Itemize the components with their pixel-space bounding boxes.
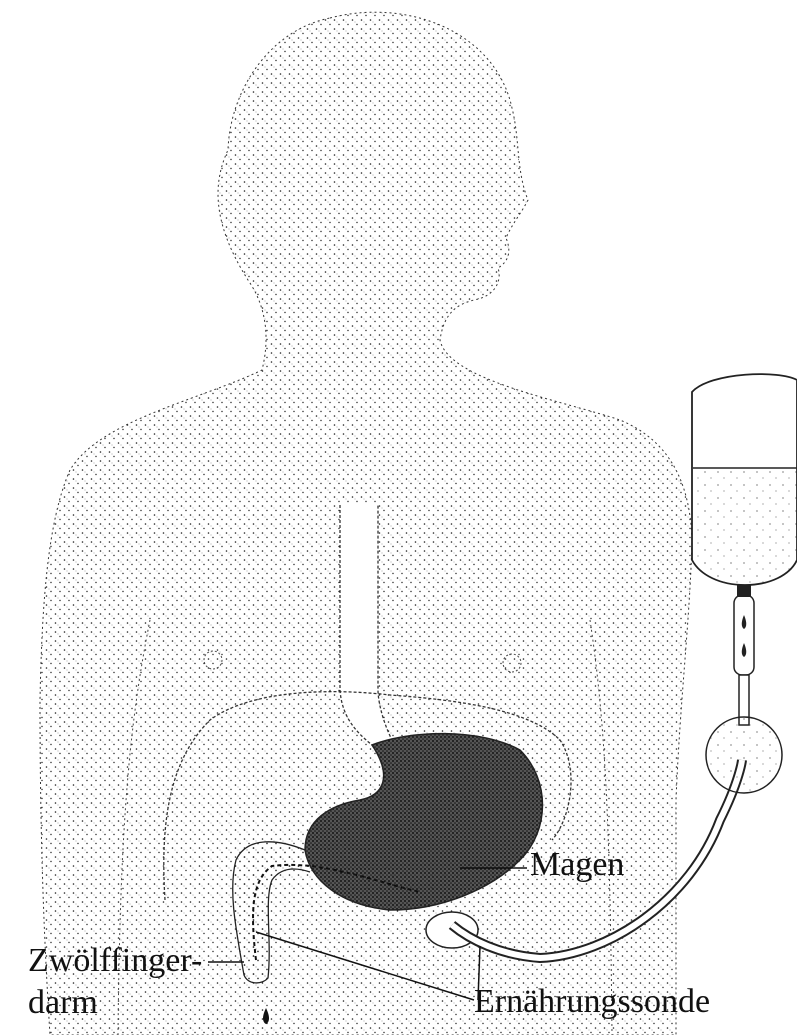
label-magen: Magen	[530, 848, 624, 882]
pump-ball	[706, 717, 782, 793]
label-zwoelffingerdarm-line2: darm	[28, 986, 98, 1020]
bag-connector	[737, 585, 751, 597]
feeding-bag-fluid	[693, 468, 797, 585]
label-zwoelffingerdarm-line1: Zwölffinger-	[28, 944, 202, 978]
label-ernaehrungssonde: Ernährungssonde	[474, 985, 710, 1019]
drip-chamber	[734, 595, 754, 675]
